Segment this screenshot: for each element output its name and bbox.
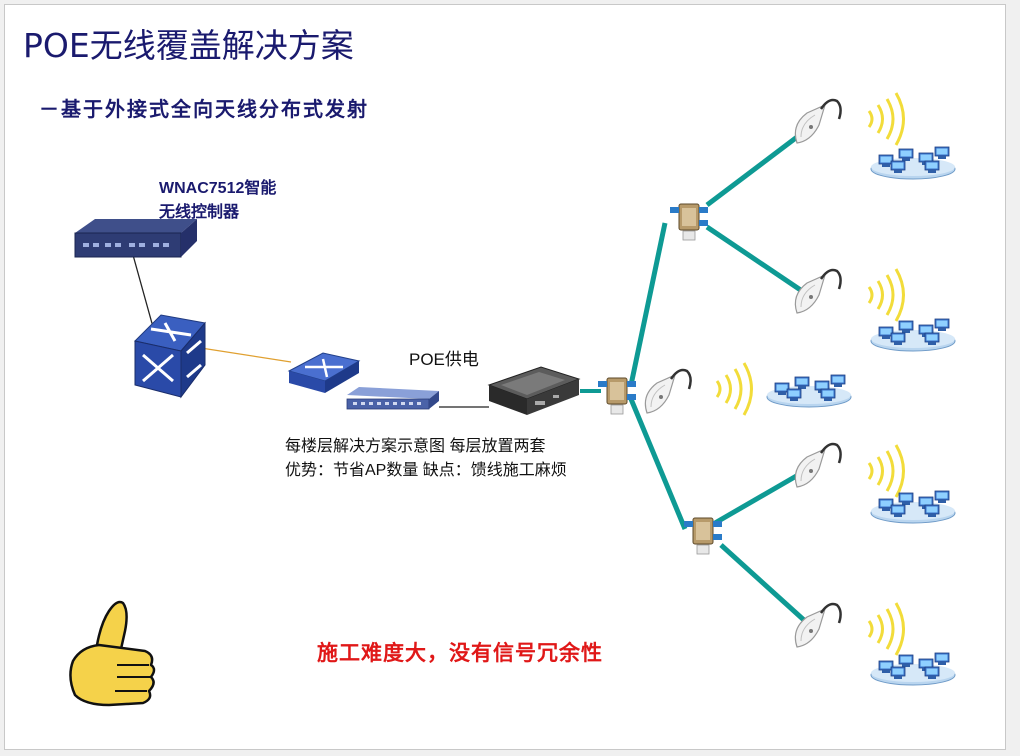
splitter-icon-1 <box>597 377 637 415</box>
controller-label-line2: 无线控制器 <box>159 204 240 221</box>
thumbs-up-icon <box>69 600 156 707</box>
antenna-icon-1 <box>794 98 842 145</box>
splitter-icon-3 <box>683 517 723 555</box>
feeder-cables <box>580 129 807 623</box>
splitter-icon-2 <box>669 203 709 241</box>
cable-core-access <box>200 347 292 363</box>
note-line1: 每楼层解决方案示意图 每层放置两套 <box>285 438 546 455</box>
access-switch-icon <box>287 352 361 393</box>
client-group-icon-5 <box>871 653 955 685</box>
wifi-signal-icon-3 <box>715 361 753 417</box>
client-group-icon-4 <box>871 491 955 523</box>
poe-label: POE供电 <box>409 350 479 369</box>
ap-device-icon <box>487 366 581 415</box>
cable-controller-core <box>132 254 154 328</box>
network-diagram <box>69 91 1005 707</box>
client-group-icon-3 <box>767 375 851 407</box>
client-group-icon-1 <box>871 147 955 179</box>
controller-label-line1: WNAC7512智能 <box>159 180 277 197</box>
warning-text: 施工难度大，没有信号冗余性 <box>317 640 603 665</box>
antenna-icon-2 <box>794 268 842 315</box>
antenna-icon-5 <box>794 602 842 649</box>
client-group-icon-2 <box>871 319 955 351</box>
antenna-icon-4 <box>794 442 842 489</box>
core-switch-icon <box>133 314 206 399</box>
poe-switch-icon <box>346 387 439 410</box>
slide: POE无线覆盖解决方案 －基于外接式全向天线分布式发射 WNAC7512智能 无… <box>4 4 1006 750</box>
wifi-signal-icon-2 <box>867 267 905 323</box>
wifi-signal-icon-5 <box>867 601 905 657</box>
page-title: POE无线覆盖解决方案 <box>23 26 354 65</box>
page-subtitle: －基于外接式全向天线分布式发射 <box>39 97 369 121</box>
note-line2: 优势：节省AP数量 缺点：馈线施工麻烦 <box>285 462 567 479</box>
antenna-icon-3 <box>644 368 692 415</box>
wifi-signal-icon-4 <box>867 443 905 499</box>
controller-device <box>74 219 197 258</box>
wifi-signal-icon-1 <box>867 91 905 147</box>
